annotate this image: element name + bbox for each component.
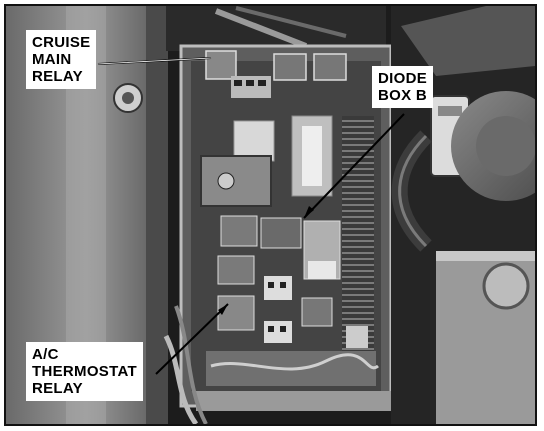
diode-box-b-label: DIODE BOX B — [372, 66, 434, 108]
label-line: RELAY — [32, 68, 83, 85]
ac-thermostat-relay-label: A/C THERMOSTAT RELAY — [26, 342, 143, 401]
diode-leader — [303, 113, 405, 219]
label-line: DIODE — [378, 70, 428, 87]
label-line: MAIN — [32, 51, 72, 68]
label-line: CRUISE — [32, 34, 91, 51]
label-line: THERMOSTAT — [32, 363, 137, 380]
cruise-main-relay-label: CRUISE MAIN RELAY — [26, 30, 97, 89]
label-line: RELAY — [32, 380, 83, 397]
label-line: BOX B — [378, 87, 428, 104]
label-line: A/C — [32, 346, 59, 363]
ac-thermo-leader — [155, 303, 229, 375]
